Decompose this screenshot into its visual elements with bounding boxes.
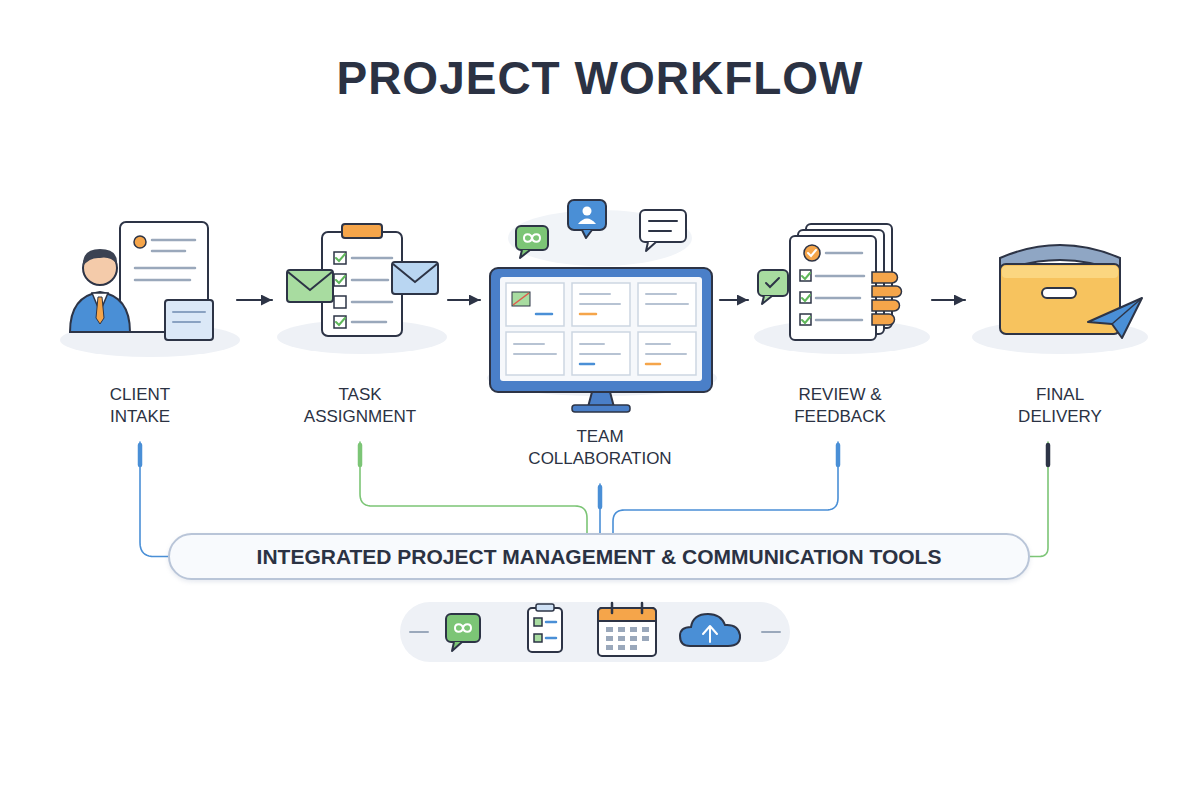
text-lines [546,622,556,638]
infinity-symbol [455,624,471,632]
diagram-title: PROJECT WORKFLOW [0,48,1200,108]
process-step: TASK ASSIGNMENT [272,205,448,442]
flow-arrow [720,299,748,301]
status-dot [134,236,146,248]
document-icon [790,236,876,340]
check-mark [808,250,816,256]
step-label: CLIENT INTAKE [81,384,199,428]
envelope-icon [392,262,438,294]
tool-link [599,484,601,533]
infinity-symbol [524,234,540,242]
process-step: CLIENT INTAKE [43,205,237,442]
bubble-tail [646,242,656,251]
image-thumb [512,292,530,306]
step-label: REVIEW & FEEDBACK [781,384,899,428]
tool-link [140,442,168,557]
chat-bubble [758,270,788,296]
task-tool-icon [528,608,562,652]
connector-stub [836,445,841,465]
connector-stub [138,445,143,465]
monitor-screen [500,277,702,381]
text-lines [649,221,677,231]
paper-plane [1088,298,1142,338]
tool-link [1030,442,1048,557]
user-glyph [583,207,592,216]
connector-stub [598,487,603,507]
chat-tool-icon [446,614,480,642]
process-step: REVIEW & FEEDBACK [748,205,932,442]
box-highlight [1002,266,1118,278]
band-label: INTEGRATED PROJECT MANAGEMENT & COMMUNIC… [257,544,942,570]
flow-arrow [448,299,480,301]
approval-badge [804,245,820,261]
text-lines [514,294,688,354]
monitor-frame [490,268,712,392]
calendar-tool-icon [598,608,656,656]
text-lines [135,240,195,280]
hand-fingers [872,272,902,325]
calendar-ring [612,603,642,613]
checkbox [534,618,542,642]
text-lines [352,258,392,322]
chat-bubble [516,226,548,250]
check-mark [766,278,779,287]
upload-glyph [703,626,717,642]
calendar-header [598,608,656,621]
connector-stub [358,445,363,465]
tools-tray [400,602,790,662]
connector-stub [1046,445,1051,465]
bubble-tail [520,250,530,258]
sticky-note [165,300,213,340]
accent-dash [580,314,660,364]
text-lines [173,312,205,322]
image-thumb-line [513,293,529,305]
box-handle [1042,288,1076,298]
text-lines [816,253,864,320]
checkbox [800,270,811,325]
plane-fold [1112,298,1142,324]
person-hair [83,249,117,266]
check-mark [336,254,345,325]
accent-dash [536,314,594,364]
envelope-flap [393,264,437,282]
clipboard-clip [536,604,554,611]
bubble-tail [762,296,772,304]
bubble-tail [582,230,592,238]
step-label: TASK ASSIGNMENT [301,384,419,428]
envelope-flap [288,272,332,290]
checkbox [334,252,346,328]
process-step: FINAL DELIVERY [965,205,1155,442]
process-step: TEAM COLLABORATION [480,190,720,484]
flow-arrow [932,299,965,301]
monitor-base [572,405,630,412]
envelope-icon [287,270,333,302]
cloud-tool-icon [680,614,740,646]
clipboard-clip [342,224,382,238]
check-mark [802,273,810,323]
chat-bubble [640,210,686,242]
flow-arrow [237,299,272,301]
user-glyph [578,219,596,225]
person-tie [96,297,104,324]
calendar-grid [606,627,649,650]
bubble-tail [452,642,462,651]
tools-band: INTEGRATED PROJECT MANAGEMENT & COMMUNIC… [168,533,1030,580]
step-label: TEAM COLLABORATION [520,426,680,470]
screen-card [506,283,696,375]
person-body [70,292,130,332]
step-label: FINAL DELIVERY [1001,384,1119,428]
chat-bubble [568,200,606,230]
